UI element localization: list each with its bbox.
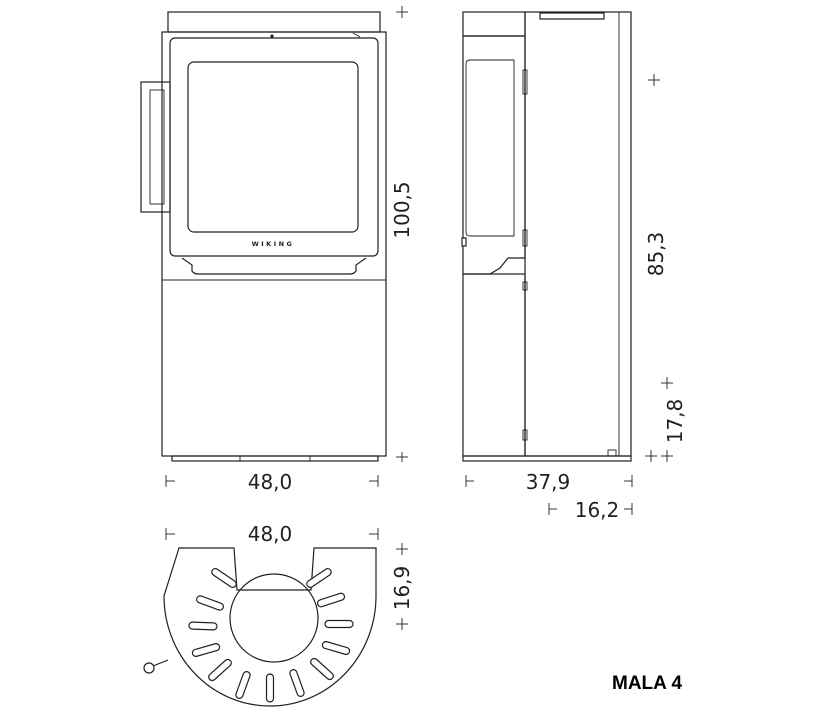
dimension-depth-offset: 16,2 [548, 498, 633, 522]
dimension-height-door-top: 85,3 [644, 74, 668, 276]
front-door-frame [169, 37, 379, 257]
side-base-plate [462, 455, 632, 462]
front-top-dot [270, 34, 274, 38]
door-handle-inner [149, 89, 165, 205]
dimension-width-plan: 48,0 [165, 522, 379, 546]
side-lower-body [462, 273, 526, 457]
door-handle [140, 81, 171, 213]
side-door-glass [465, 59, 515, 237]
side-top-vent [539, 12, 605, 20]
front-door-glass [187, 61, 359, 233]
front-feet [171, 455, 379, 462]
front-top-mark [352, 32, 361, 38]
front-ash-lip [181, 257, 367, 275]
plan-flue-circle [229, 573, 319, 663]
side-view [461, 11, 632, 462]
dimension-depth-plan: 16,9 [390, 543, 414, 630]
dim-depth-side-label: 37,9 [526, 470, 571, 494]
side-top-cap [462, 11, 526, 37]
front-view: WIKING [140, 11, 387, 462]
side-door-section [462, 35, 526, 275]
plan-knob-stem [152, 659, 169, 667]
dim-depth-plan-label: 16,9 [390, 566, 414, 611]
dim-height-side-base-label: 17,8 [663, 399, 687, 444]
front-top-cap [167, 11, 381, 33]
dimension-width-front: 48,0 [165, 470, 379, 494]
side-back-panel [524, 11, 632, 457]
dim-height-total-label: 100,5 [390, 181, 414, 238]
dim-height-door-top-label: 85,3 [644, 232, 668, 277]
brand-label: WIKING [252, 240, 295, 248]
plan-outline [163, 547, 377, 707]
dim-width-plan-label: 48,0 [248, 522, 293, 546]
dimension-height-side-base: 17,8 [645, 377, 687, 462]
dim-depth-offset-label: 16,2 [575, 498, 620, 522]
dimension-depth-side: 37,9 [465, 470, 633, 494]
plan-knob [143, 662, 155, 674]
dim-width-front-label: 48,0 [248, 470, 293, 494]
plan-vent-slots [188, 568, 354, 703]
model-name: MALA 4 [612, 673, 682, 694]
plan-view [143, 547, 377, 707]
dimension-height-total: 100,5 [390, 6, 414, 462]
